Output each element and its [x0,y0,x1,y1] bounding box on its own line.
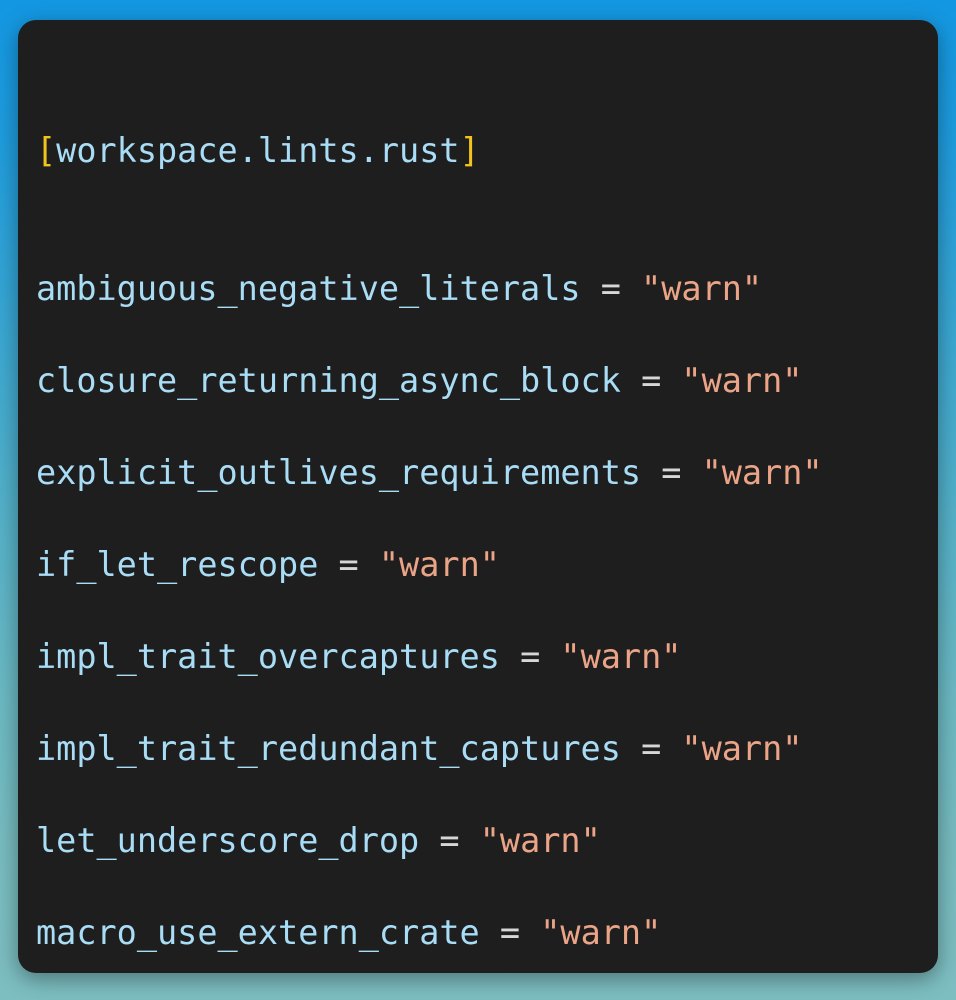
assignment-operator-token: = [439,821,460,860]
code-snippet-card: [workspace.lints.rust] ambiguous_negativ… [18,20,938,973]
assignment-operator-token: = [338,545,359,584]
lint-value-token: "warn" [560,637,682,676]
code-content: [workspace.lints.rust] ambiguous_negativ… [36,128,938,973]
assignment-operator-token: = [661,453,682,492]
code-line-lint-entry: closure_returning_async_block = "warn" [36,358,938,404]
close-bracket-token: ] [459,131,480,170]
code-line-lint-entry: let_underscore_drop = "warn" [36,818,938,864]
assignment-operator-token: = [600,269,621,308]
code-line-lint-entry: impl_trait_redundant_captures = "warn" [36,726,938,772]
assignment-operator-token: = [641,361,662,400]
lint-value-token: "warn" [540,913,662,952]
lint-key-token: if_let_rescope [36,545,319,584]
lint-key-token: impl_trait_redundant_captures [36,729,621,768]
lint-key-token: ambiguous_negative_literals [36,269,581,308]
lint-key-token: closure_returning_async_block [36,361,621,400]
code-line-lint-entry: if_let_rescope = "warn" [36,542,938,588]
lint-key-token: explicit_outlives_requirements [36,453,642,492]
lint-value-token: "warn" [641,269,763,308]
code-block[interactable]: [workspace.lints.rust] ambiguous_negativ… [36,36,938,973]
assignment-operator-token: = [499,913,521,952]
lint-value-token: "warn" [479,821,601,860]
lint-value-token: "warn" [681,729,803,768]
lint-value-token: "warn" [681,361,803,400]
code-line-lint-entry: impl_trait_overcaptures = "warn" [36,634,938,680]
lint-value-token: "warn" [378,545,500,584]
code-line-lint-entry: macro_use_extern_crate = "warn" [36,910,938,956]
assignment-operator-token: = [641,729,662,768]
lint-value-token: "warn" [701,453,823,492]
lint-entry-lines: ambiguous_negative_literals = "warn" clo… [36,266,938,973]
lint-key-token: impl_trait_overcaptures [36,637,500,676]
open-bracket-token: [ [36,131,57,170]
code-line-lint-entry: explicit_outlives_requirements = "warn" [36,450,938,496]
lint-key-token: macro_use_extern_crate [36,913,480,952]
table-header-path-token: workspace.lints.rust [56,131,460,170]
code-line-lint-entry: ambiguous_negative_literals = "warn" [36,266,938,312]
assignment-operator-token: = [520,637,541,676]
lint-key-token: let_underscore_drop [36,821,420,860]
code-line-table-header: [workspace.lints.rust] [36,128,938,174]
